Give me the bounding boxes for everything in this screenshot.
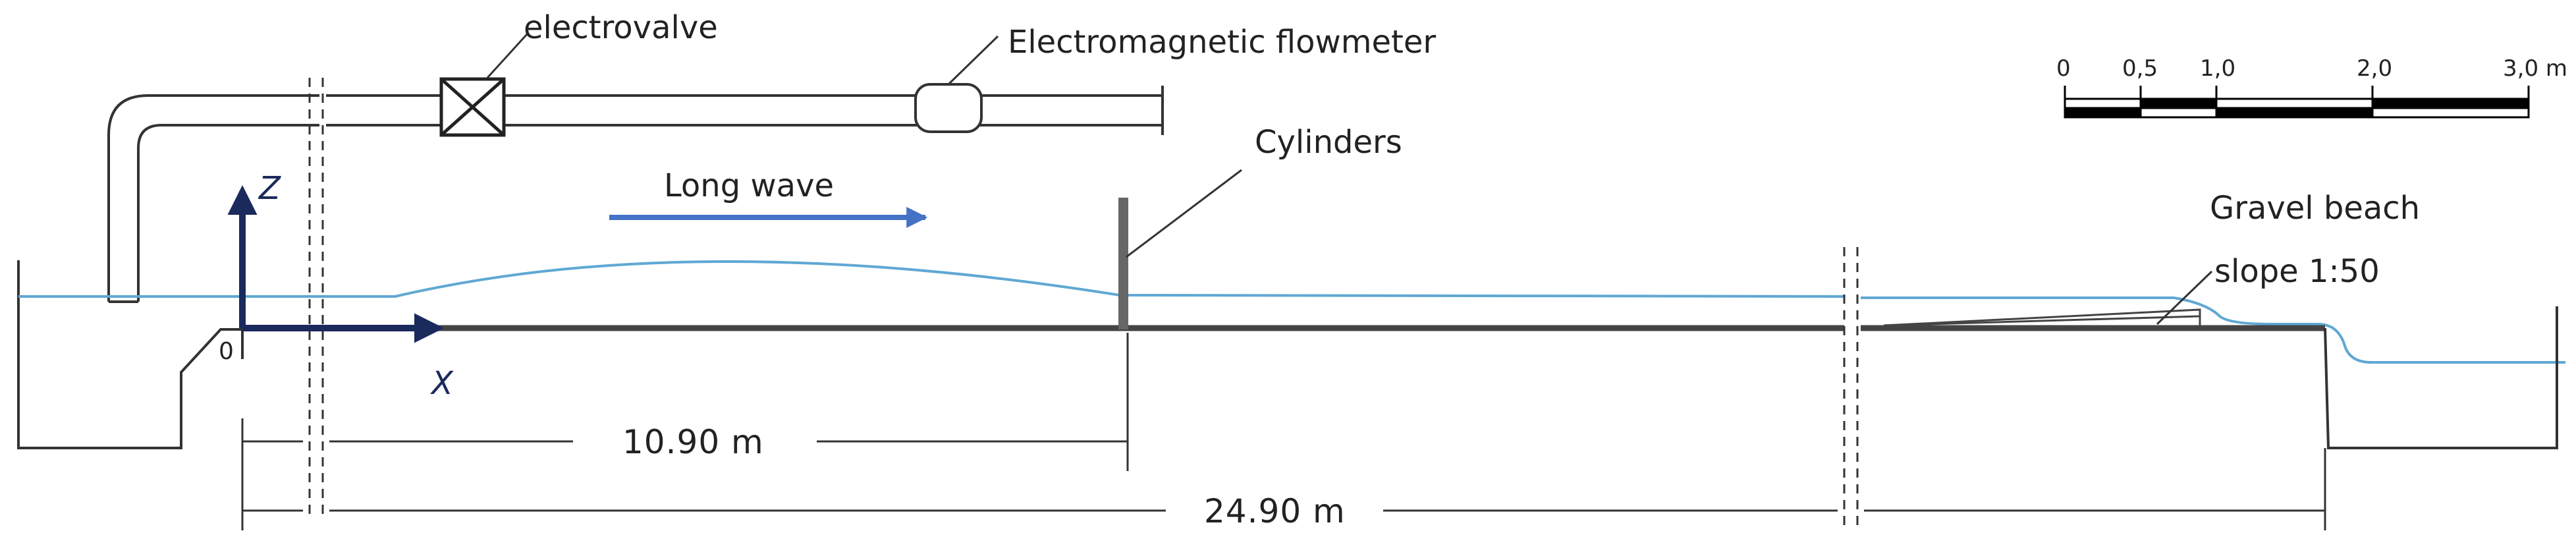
scale-bar (2064, 86, 2530, 119)
origin-label: 0 (219, 338, 234, 365)
slope-label: slope 1:50 (2214, 253, 2380, 290)
dimension-label-cylinders: 10.90 m (622, 423, 764, 461)
flowmeter-leader (947, 35, 999, 86)
scale-tick-3-0: 3,0 m (2503, 55, 2567, 82)
electrovalve-icon (439, 77, 506, 137)
x-axis-label: X (429, 365, 454, 402)
dimension-line-total (241, 448, 2326, 530)
scale-tick-0-5: 0,5 (2122, 55, 2158, 82)
z-axis-label: Z (258, 170, 281, 207)
right-tank (2324, 306, 2558, 449)
cylinders-leader (1126, 169, 1242, 258)
water-surface (18, 260, 2565, 364)
gravel-beach-label: Gravel beach (2210, 190, 2420, 227)
break-symbol-left (308, 78, 324, 520)
scale-tick-1-0: 1,0 (2200, 55, 2235, 82)
flowmeter-label: Electromagnetic flowmeter (1008, 24, 1436, 61)
dimension-line-cylinders (241, 333, 1129, 471)
flowmeter-icon (914, 83, 983, 133)
cylinders-mark (1118, 198, 1128, 329)
break-symbol-right (1843, 247, 1859, 527)
left-reservoir (17, 260, 244, 449)
cylinders-label: Cylinders (1255, 124, 1402, 161)
dimension-label-total: 24.90 m (1204, 492, 1346, 530)
scale-tick-0: 0 (2056, 55, 2071, 82)
scale-tick-2-0: 2,0 (2357, 55, 2392, 82)
gravel-beach (1883, 308, 2201, 327)
coordinate-axes (227, 185, 444, 343)
electrovalve-label: electrovalve (524, 9, 718, 46)
slope-leader (2156, 270, 2213, 325)
electrovalve-leader (486, 33, 528, 79)
long-wave-label: Long wave (664, 167, 834, 204)
